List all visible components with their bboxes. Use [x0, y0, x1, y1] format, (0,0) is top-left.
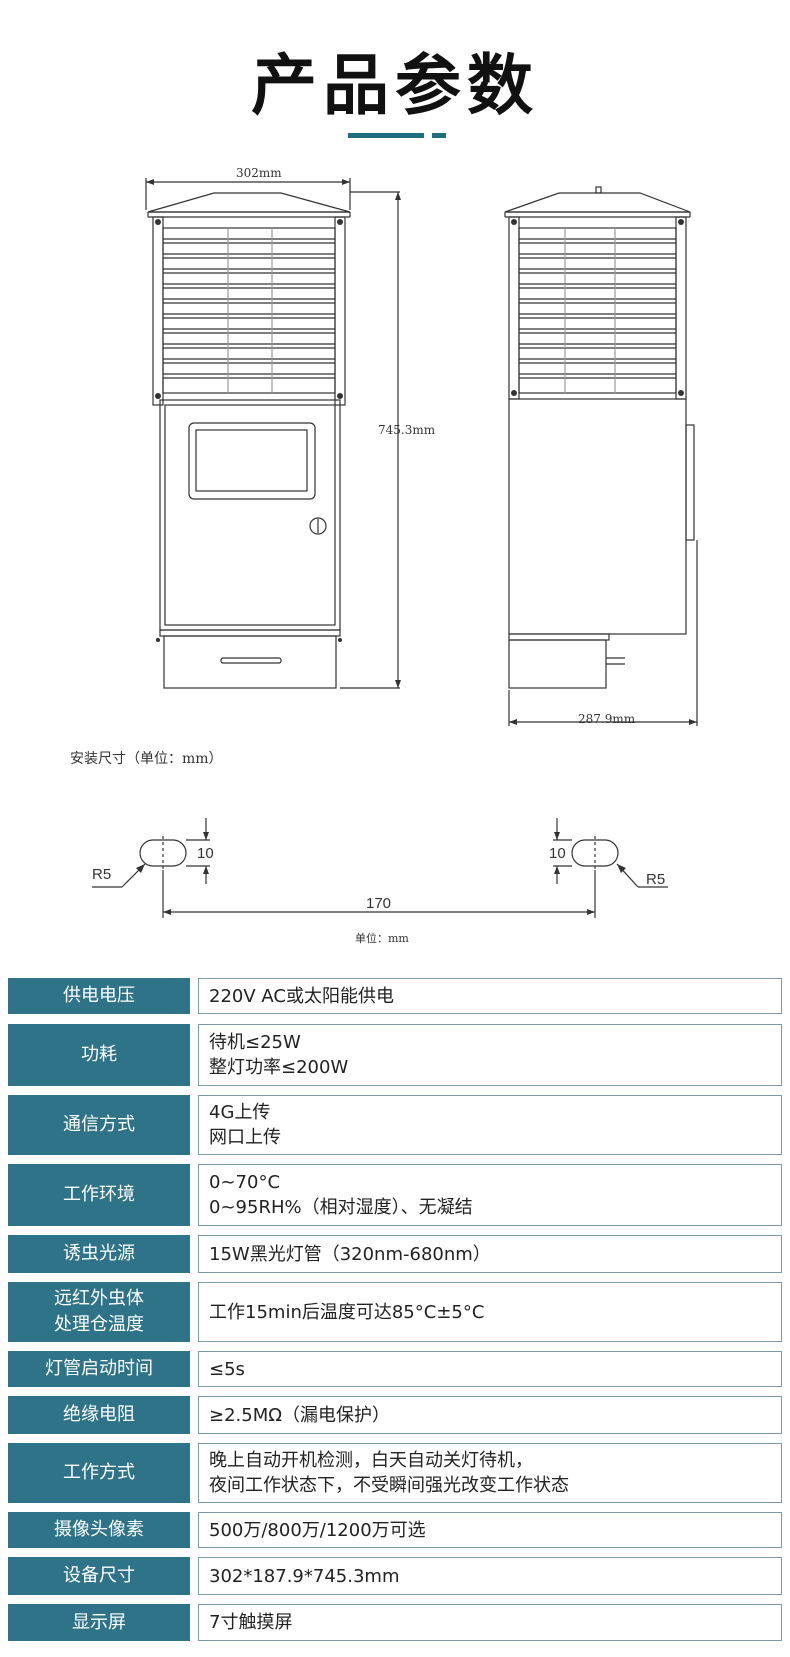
spec-row: 显示屏 7寸触摸屏: [8, 1604, 782, 1641]
spec-row: 工作方式 晚上自动开机检测，白天自动关灯待机，夜间工作状态下，不受瞬间强光改变工…: [8, 1443, 782, 1503]
spec-label: 工作环境: [8, 1164, 190, 1226]
spec-label: 远红外虫体处理仓温度: [8, 1282, 190, 1342]
depth-dimension-label: 287.9mm: [578, 712, 636, 726]
spec-value: ≥2.5MΩ（漏电保护）: [198, 1396, 782, 1434]
unit-caption: 单位：mm: [355, 932, 409, 945]
spec-label: 设备尺寸: [8, 1557, 190, 1595]
spec-row: 摄像头像素 500万/800万/1200万可选: [8, 1512, 782, 1548]
front-view: [145, 178, 400, 689]
spec-label: 显示屏: [8, 1604, 190, 1641]
radius-left-label: R5: [92, 866, 112, 883]
spec-value: 工作15min后温度可达85°C±5°C: [198, 1282, 782, 1342]
spec-label: 诱虫光源: [8, 1235, 190, 1273]
technical-drawing: [92, 178, 698, 918]
spec-label: 摄像头像素: [8, 1512, 190, 1548]
slot-spacing-label: 170: [366, 895, 392, 912]
height-dimension-label: 745.3mm: [378, 423, 436, 437]
spec-value: 4G上传网口上传: [198, 1095, 782, 1155]
spec-value: 7寸触摸屏: [198, 1604, 782, 1641]
spec-row: 远红外虫体处理仓温度 工作15min后温度可达85°C±5°C: [8, 1282, 782, 1342]
spec-row: 通信方式 4G上传网口上传: [8, 1095, 782, 1155]
title-underline: [348, 133, 424, 138]
spec-value: 500万/800万/1200万可选: [198, 1512, 782, 1548]
spec-row: 设备尺寸 302*187.9*745.3mm: [8, 1557, 782, 1595]
spec-value: 302*187.9*745.3mm: [198, 1557, 782, 1595]
spec-label: 绝缘电阻: [8, 1396, 190, 1434]
slot-height-right: 10: [549, 845, 566, 862]
mounting-slot-drawing: [92, 818, 668, 918]
spec-value: 220V AC或太阳能供电: [198, 978, 782, 1014]
spec-label: 通信方式: [8, 1095, 190, 1155]
spec-value: ≤5s: [198, 1351, 782, 1387]
spec-row: 诱虫光源 15W黑光灯管（320nm-680nm）: [8, 1235, 782, 1273]
spec-row: 灯管启动时间 ≤5s: [8, 1351, 782, 1387]
install-caption: 安装尺寸（单位：mm）: [70, 751, 223, 767]
radius-right-label: R5: [646, 871, 666, 888]
title-underline-dot: [432, 133, 446, 138]
spec-label: 供电电压: [8, 978, 190, 1014]
page-title: 产品参数: [251, 47, 539, 124]
slot-height-left: 10: [197, 845, 214, 862]
spec-row: 绝缘电阻 ≥2.5MΩ（漏电保护）: [8, 1396, 782, 1434]
spec-label: 灯管启动时间: [8, 1351, 190, 1387]
spec-value: 15W黑光灯管（320nm-680nm）: [198, 1235, 782, 1273]
spec-value: 晚上自动开机检测，白天自动关灯待机，夜间工作状态下，不受瞬间强光改变工作状态: [198, 1443, 782, 1503]
width-dimension-label: 302mm: [236, 166, 282, 180]
spec-label: 工作方式: [8, 1443, 190, 1503]
spec-row: 供电电压 220V AC或太阳能供电: [8, 978, 782, 1014]
side-view: [504, 186, 698, 726]
spec-label: 功耗: [8, 1024, 190, 1086]
